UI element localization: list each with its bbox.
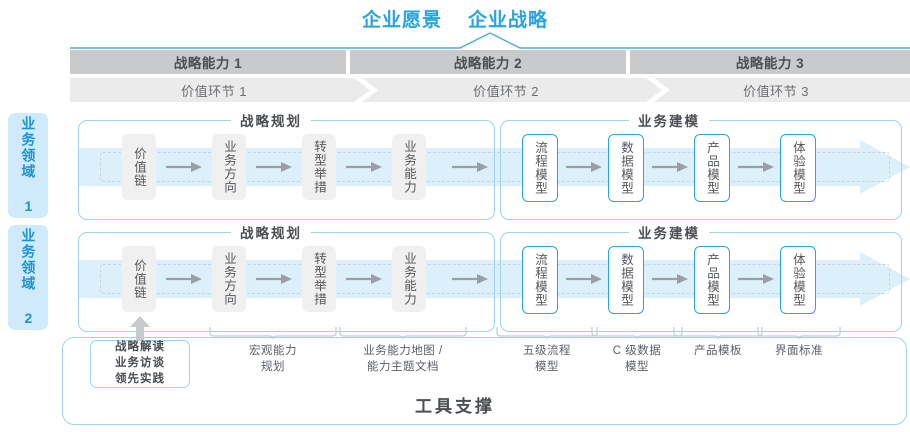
arrow-icon <box>452 274 488 284</box>
node-label: 体验模型 <box>791 141 805 195</box>
up-arrow-icon <box>130 316 150 344</box>
sidebar-label-domain-1: 业务领域 1 <box>20 115 37 216</box>
title-enterprise-strategy: 企业战略 <box>468 9 549 31</box>
node-label: 流程模型 <box>533 253 547 307</box>
node-value-chain-row-2[interactable]: 价值链 <box>122 246 156 312</box>
node-label: 体验模型 <box>791 253 805 307</box>
node-label: 业务方向 <box>222 252 236 306</box>
arrow-icon <box>256 274 292 284</box>
sidebar-item-business-domain-1[interactable]: 业务领域 1 <box>8 113 48 218</box>
group-business-modeling-row-1: 业务建模 <box>500 110 902 220</box>
arrow-icon <box>166 162 202 172</box>
group-title-strategic-planning-1: 战略规划 <box>231 110 311 130</box>
value-chain-label-1: 价值环节 1 <box>181 83 247 99</box>
node-data-model-row-1[interactable]: 数据模型 <box>608 134 644 202</box>
brace-connector <box>673 327 763 340</box>
arrow-icon <box>652 162 688 172</box>
node-label: 转型举措 <box>312 140 326 194</box>
tool-support-title: 工具支撑 <box>415 397 495 416</box>
arrow-icon <box>566 162 602 172</box>
annotation-product-template: 产品模板 <box>694 345 742 357</box>
node-transformation-measures-row-2[interactable]: 转型举措 <box>302 246 336 312</box>
brace-connector <box>339 327 467 340</box>
sidebar-item-business-domain-2[interactable]: 业务领域 2 <box>8 225 48 330</box>
group-strategic-planning-row-1: 战略规划 <box>78 110 495 220</box>
node-label: 业务能力 <box>402 140 416 194</box>
arrow-icon <box>346 274 382 284</box>
arrow-icon <box>566 274 602 284</box>
node-data-model-row-2[interactable]: 数据模型 <box>608 246 644 314</box>
node-experience-model-row-1[interactable]: 体验模型 <box>780 134 816 202</box>
node-product-model-row-2[interactable]: 产品模型 <box>694 246 730 314</box>
header-titles: 企业愿景 企业战略 <box>0 4 910 32</box>
annotation-macro-capability-planning: 宏观能力 规划 <box>249 345 297 373</box>
node-process-model-row-1[interactable]: 流程模型 <box>522 134 558 202</box>
row-business-domain-2: 战略规划 业务建模 <box>60 222 910 332</box>
arrow-icon <box>346 162 382 172</box>
group-business-modeling-row-2: 业务建模 <box>500 222 902 332</box>
node-label: 数据模型 <box>619 253 633 307</box>
value-chain-label-3: 价值环节 3 <box>743 83 809 99</box>
value-chain-bar-2[interactable]: 价值环节 2 <box>362 78 662 102</box>
group-title-business-modeling-2: 业务建模 <box>629 222 709 242</box>
arrow-icon <box>166 274 202 284</box>
node-label: 产品模型 <box>705 253 719 307</box>
value-chain-bar-3[interactable]: 价值环节 3 <box>654 78 910 102</box>
capability-bar-3[interactable]: 战略能力 3 <box>630 50 910 74</box>
node-transformation-measures-row-1[interactable]: 转型举措 <box>302 134 336 200</box>
annotation-box-strategy-interpretation[interactable]: 战略解读 业务访谈 领先实践 <box>90 340 190 388</box>
node-label: 转型举措 <box>312 252 326 306</box>
arrow-icon <box>738 162 774 172</box>
node-business-capability-row-2[interactable]: 业务能力 <box>392 246 426 312</box>
node-business-direction-row-2[interactable]: 业务方向 <box>212 246 246 312</box>
annotation-five-level-process-model: 五级流程 模型 <box>523 345 571 373</box>
brace-connector <box>757 327 841 340</box>
node-label: 价值链 <box>132 146 146 188</box>
brace-connector <box>209 327 337 340</box>
dashed-track-row-1 <box>100 152 890 182</box>
node-value-chain-row-1[interactable]: 价值链 <box>122 134 156 200</box>
capability-bar-row: 战略能力 1 战略能力 2 战略能力 3 <box>70 50 910 74</box>
node-product-model-row-1[interactable]: 产品模型 <box>694 134 730 202</box>
arrow-icon <box>738 274 774 284</box>
arrow-icon <box>256 162 292 172</box>
node-business-direction-row-1[interactable]: 业务方向 <box>212 134 246 200</box>
row-business-domain-1: 战略规划 业务建模 <box>60 110 910 220</box>
node-label: 业务能力 <box>402 252 416 306</box>
group-title-strategic-planning-2: 战略规划 <box>231 222 311 242</box>
value-chain-bar-1[interactable]: 价值环节 1 <box>70 78 370 102</box>
brace-connector <box>591 327 683 340</box>
arrow-icon <box>452 162 488 172</box>
node-business-capability-row-1[interactable]: 业务能力 <box>392 134 426 200</box>
node-label: 流程模型 <box>533 141 547 195</box>
node-label: 业务方向 <box>222 140 236 194</box>
title-enterprise-vision: 企业愿景 <box>361 9 442 31</box>
tool-support-container <box>62 337 907 425</box>
annotation-interface-standard: 界面标准 <box>775 345 823 357</box>
value-chain-label-2: 价值环节 2 <box>473 83 539 99</box>
sidebar-label-domain-2: 业务领域 2 <box>20 227 37 328</box>
dashed-track-row-2 <box>100 264 890 294</box>
arrow-icon <box>652 274 688 284</box>
node-label: 产品模型 <box>705 141 719 195</box>
annotation-c-level-data-model: C 级数据 模型 <box>612 345 662 373</box>
capability-bar-1[interactable]: 战略能力 1 <box>70 50 346 74</box>
brace-connector <box>496 327 598 340</box>
group-strategic-planning-row-2: 战略规划 <box>78 222 495 332</box>
value-chain-bar-row: 价值环节 1 价值环节 2 价值环节 3 <box>70 78 910 102</box>
peak-connector-line <box>70 32 910 49</box>
capability-bar-2[interactable]: 战略能力 2 <box>350 50 626 74</box>
node-process-model-row-2[interactable]: 流程模型 <box>522 246 558 314</box>
annotation-capability-map-docs: 业务能力地图 / 能力主题文档 <box>363 345 443 373</box>
node-experience-model-row-2[interactable]: 体验模型 <box>780 246 816 314</box>
node-label: 数据模型 <box>619 141 633 195</box>
group-title-business-modeling-1: 业务建模 <box>629 110 709 130</box>
node-label: 价值链 <box>132 258 146 300</box>
